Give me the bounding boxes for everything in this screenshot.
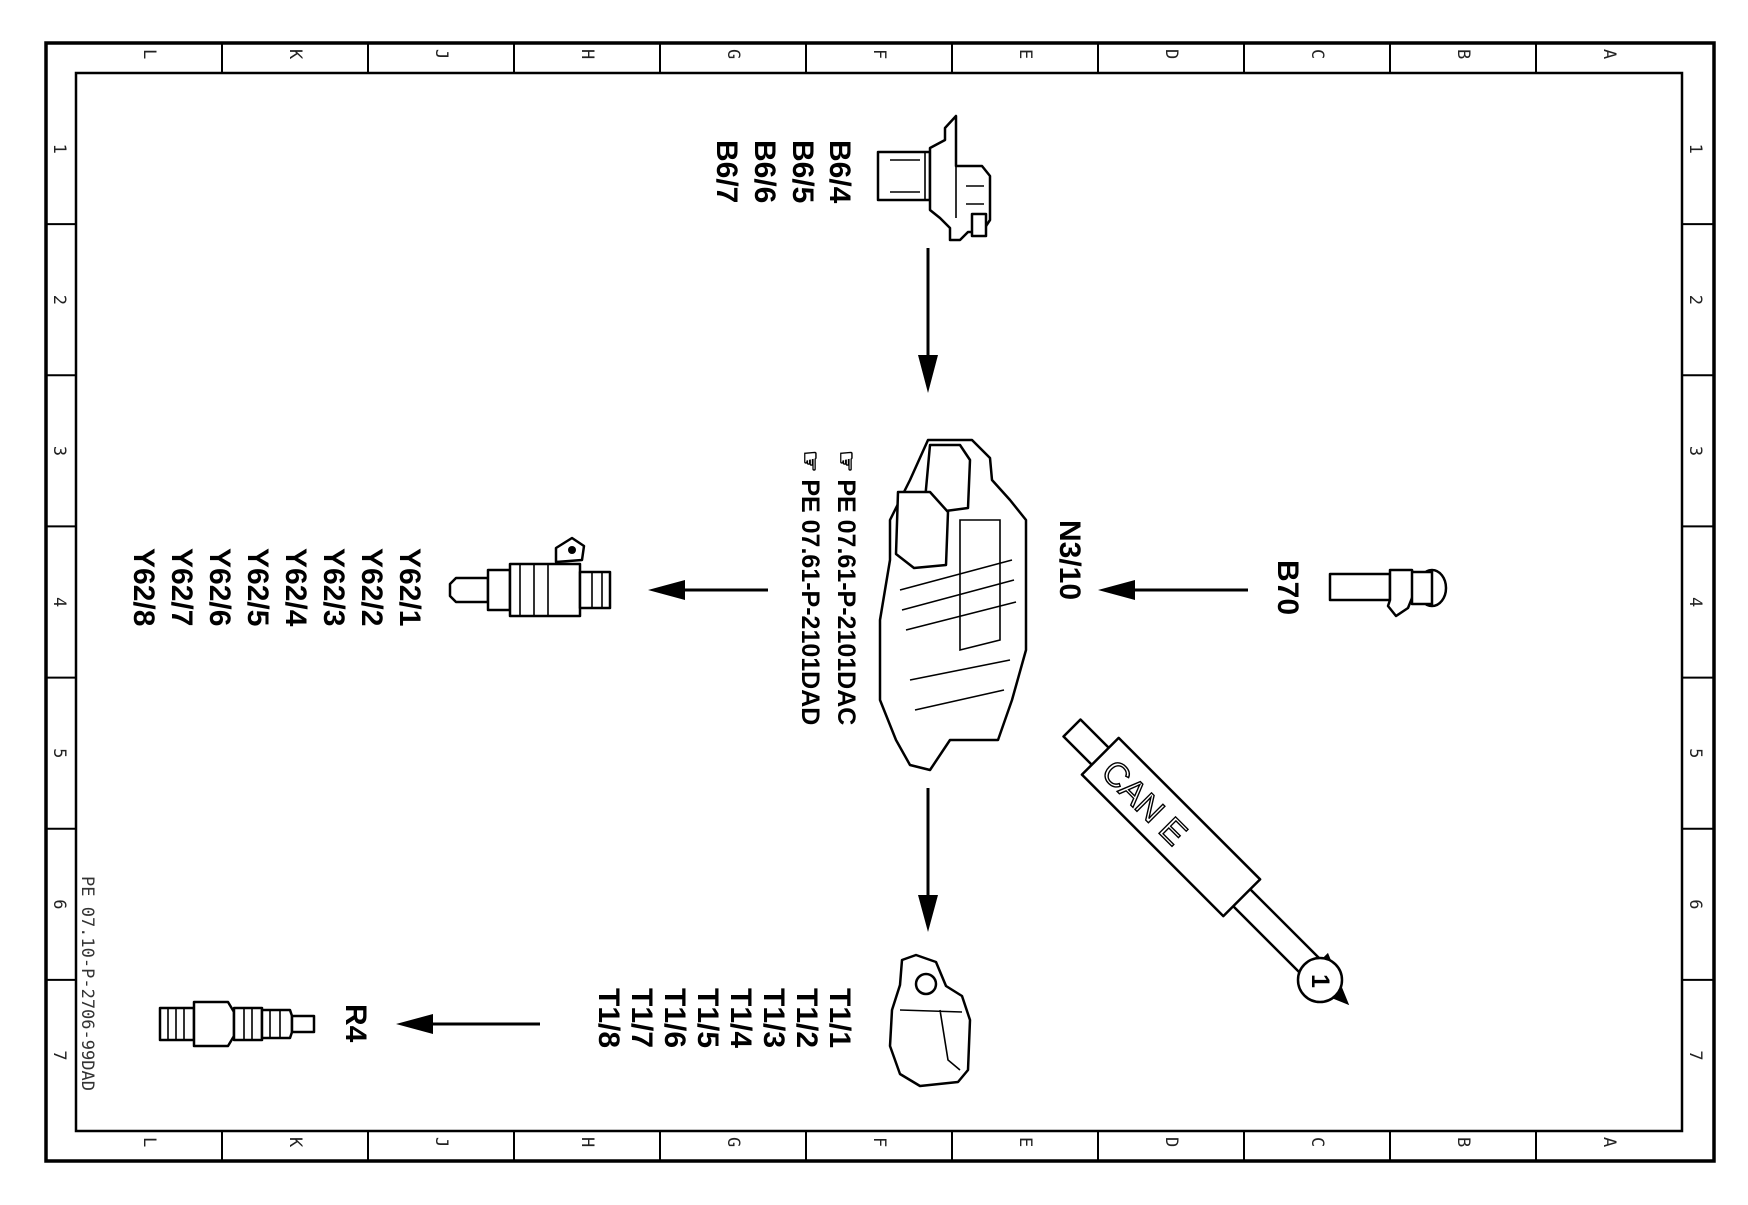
zone-number-left: 6	[49, 899, 69, 909]
ignition-coil-symbol	[888, 953, 972, 1088]
crankshaft-sensor-symbol	[1328, 568, 1448, 618]
zone-number-left: 5	[49, 748, 69, 758]
zone-letter-top: H	[577, 49, 597, 59]
zone-letter-bottom: H	[577, 1137, 597, 1147]
label-y62-6: Y62/6	[203, 548, 236, 626]
document-id: PE 07.10-P-2706-99DAD	[77, 876, 97, 1091]
zone-grid: L L K K J J H H G G F F E E D D C C B B A A 1 1 2 2 3 3 4 4 5 5 6 6 7 7	[46, 43, 1714, 1161]
zone-number-right: 5	[1685, 748, 1705, 758]
label-y62-2: Y62/2	[355, 548, 388, 626]
label-b6-6: B6/6	[748, 140, 781, 203]
arrow-coils-to-spark-plug	[396, 1014, 540, 1034]
zone-letter-bottom: F	[869, 1137, 889, 1147]
zone-letter-top: L	[139, 49, 159, 59]
control-unit-labels: N3/10 ☞ PE 07.61-P-2101DAC ☞ PE 07.61-P-…	[796, 450, 1086, 725]
label-t1-7: T1/7	[625, 988, 658, 1048]
doc-ref-dad-text: PE 07.61-P-2101DAD	[796, 479, 824, 725]
label-b6-7: B6/7	[710, 140, 743, 203]
zone-number-left: 1	[49, 144, 69, 154]
label-r4: R4	[339, 1004, 372, 1043]
zone-letter-top: B	[1453, 49, 1473, 59]
injector-symbol	[448, 536, 612, 618]
zone-number-left: 2	[49, 295, 69, 305]
label-t1-3: T1/3	[757, 988, 790, 1048]
zone-number-left: 7	[49, 1050, 69, 1060]
zone-letter-top: K	[285, 49, 305, 60]
zone-number-right: 3	[1685, 446, 1705, 456]
injector-labels: Y62/1 Y62/2 Y62/3 Y62/4 Y62/5 Y62/6 Y62/…	[127, 548, 426, 627]
label-t1-5: T1/5	[691, 988, 724, 1048]
zone-letter-bottom: D	[1161, 1137, 1181, 1147]
label-t1-8: T1/8	[592, 988, 625, 1048]
zone-letter-top: C	[1307, 49, 1327, 59]
zone-letter-top: G	[723, 49, 743, 59]
doc-ref-dac-text: PE 07.61-P-2101DAC	[832, 479, 860, 725]
label-y62-7: Y62/7	[165, 548, 198, 626]
camshaft-sensor-labels: B6/4 B6/5 B6/6 B6/7	[710, 140, 856, 204]
label-y62-5: Y62/5	[241, 548, 274, 626]
zone-letter-bottom: J	[431, 1137, 451, 1147]
outer-frame	[44, 41, 1716, 1163]
label-y62-3: Y62/3	[317, 548, 350, 626]
can-target-marker: 1	[1296, 956, 1344, 1004]
arrow-b70-to-ecu	[1098, 580, 1248, 600]
zone-letter-bottom: A	[1599, 1137, 1619, 1147]
zone-number-right: 6	[1685, 899, 1705, 909]
label-y62-4: Y62/4	[279, 548, 312, 627]
camshaft-sensor-symbol	[876, 114, 992, 242]
doc-ref-dad: ☞ PE 07.61-P-2101DAD	[796, 450, 824, 725]
zone-letter-top: F	[869, 49, 889, 59]
arrow-sensor-to-ecu	[918, 248, 938, 393]
can-target-number: 1	[1306, 974, 1334, 988]
control-unit-symbol	[878, 438, 1028, 772]
label-y62-1: Y62/1	[393, 548, 426, 626]
arrow-ecu-to-coils	[918, 788, 938, 932]
zone-number-left: 3	[49, 446, 69, 456]
label-b6-4: B6/4	[823, 140, 856, 204]
zone-number-right: 7	[1685, 1050, 1705, 1060]
zone-letter-bottom: G	[723, 1137, 743, 1147]
ignition-coil-labels: T1/1 T1/2 T1/3 T1/4 T1/5 T1/6 T1/7 T1/8	[592, 988, 856, 1048]
zone-letter-top: A	[1599, 49, 1619, 59]
zone-letter-top: E	[1015, 49, 1035, 59]
arrow-ecu-to-injectors	[648, 580, 768, 600]
doc-ref-dac: ☞ PE 07.61-P-2101DAC	[832, 450, 860, 725]
zone-letter-bottom: C	[1307, 1137, 1327, 1147]
zone-letter-bottom: B	[1453, 1137, 1473, 1147]
zone-letter-bottom: L	[139, 1137, 159, 1147]
label-t1-6: T1/6	[658, 988, 691, 1048]
label-b70: B70	[1271, 560, 1304, 615]
zone-letter-top: J	[431, 49, 451, 59]
zone-number-left: 4	[49, 597, 69, 607]
label-y62-8: Y62/8	[127, 548, 160, 626]
label-t1-1: T1/1	[823, 988, 856, 1048]
label-b6-5: B6/5	[786, 140, 819, 203]
zone-number-right: 4	[1685, 597, 1705, 607]
spark-plug-symbol	[158, 1000, 316, 1048]
zone-number-right: 1	[1685, 144, 1705, 154]
zone-letter-top: D	[1161, 49, 1181, 59]
label-t1-2: T1/2	[790, 988, 823, 1048]
label-t1-4: T1/4	[724, 988, 757, 1048]
zone-letter-bottom: E	[1015, 1137, 1035, 1147]
zone-number-right: 2	[1685, 295, 1705, 305]
zone-letter-bottom: K	[285, 1137, 305, 1148]
label-n3-10: N3/10	[1053, 520, 1086, 600]
